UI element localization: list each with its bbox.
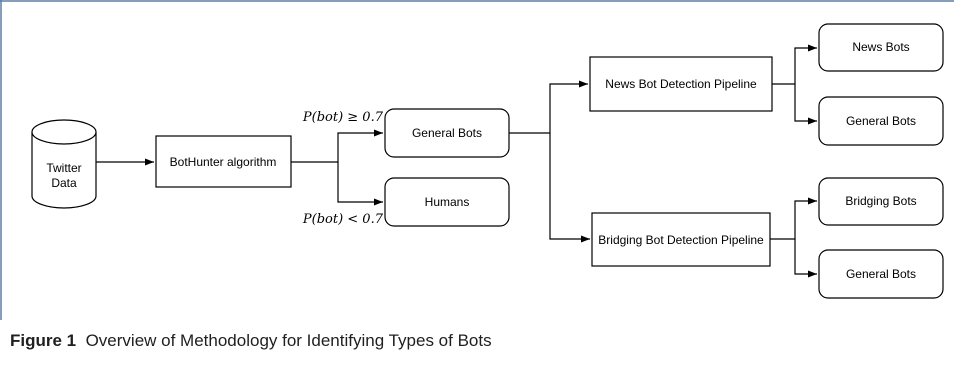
- bothunter-label: BotHunter algorithm: [170, 155, 277, 169]
- bridging-pipeline-label: Bridging Bot Detection Pipeline: [598, 233, 764, 247]
- edge-generalbots-to-bridging-pipeline: [549, 133, 590, 243]
- news-bots-label: News Bots: [852, 40, 909, 54]
- caption-text: Overview of Methodology for Identifying …: [85, 331, 492, 350]
- bridging-bots-label: Bridging Bots: [845, 194, 916, 208]
- figure-caption: Figure 1 Overview of Methodology for Ide…: [10, 331, 492, 351]
- general-bots-news-label: General Bots: [846, 114, 916, 128]
- low-probability-label: P(bot) < 0.7: [302, 212, 384, 227]
- edge-news-pipeline-to-newsbots: [772, 44, 817, 85]
- edge-bothunter-to-humans: [337, 162, 383, 206]
- general-bots-news-node: General Bots: [818, 96, 944, 146]
- general-bots-bridging-label: General Bots: [846, 267, 916, 281]
- news-pipeline-label: News Bot Detection Pipeline: [605, 77, 757, 91]
- twitter-data-node: Twitter Data: [31, 119, 97, 209]
- edge-generalbots-to-news-pipeline: [509, 80, 588, 134]
- general-bots-label: General Bots: [412, 126, 482, 140]
- edges: [96, 44, 817, 278]
- news-bots-node: News Bots: [818, 23, 944, 72]
- figure-label: Figure 1: [10, 331, 77, 350]
- general-bots-bridging-node: General Bots: [818, 249, 944, 299]
- edge-bridging-pipeline-to-bridgingbots: [770, 197, 817, 240]
- twitter-data-label-1: Twitter: [46, 161, 81, 175]
- edge-bridging-pipeline-to-generalbots: [794, 239, 817, 278]
- edge-news-pipeline-to-generalbots: [794, 84, 817, 125]
- bothunter-node: BotHunter algorithm: [155, 135, 292, 188]
- edge-bothunter-to-generalbots: [291, 129, 383, 163]
- humans-label: Humans: [425, 195, 470, 209]
- general-bots-node: General Bots: [384, 108, 510, 158]
- bridging-pipeline-node: Bridging Bot Detection Pipeline: [591, 212, 771, 267]
- high-probability-label: P(bot) ≥ 0.7: [302, 110, 384, 125]
- humans-node: Humans: [384, 177, 510, 227]
- bridging-bots-node: Bridging Bots: [818, 177, 944, 226]
- news-pipeline-node: News Bot Detection Pipeline: [589, 56, 773, 112]
- twitter-data-label-2: Data: [51, 176, 77, 190]
